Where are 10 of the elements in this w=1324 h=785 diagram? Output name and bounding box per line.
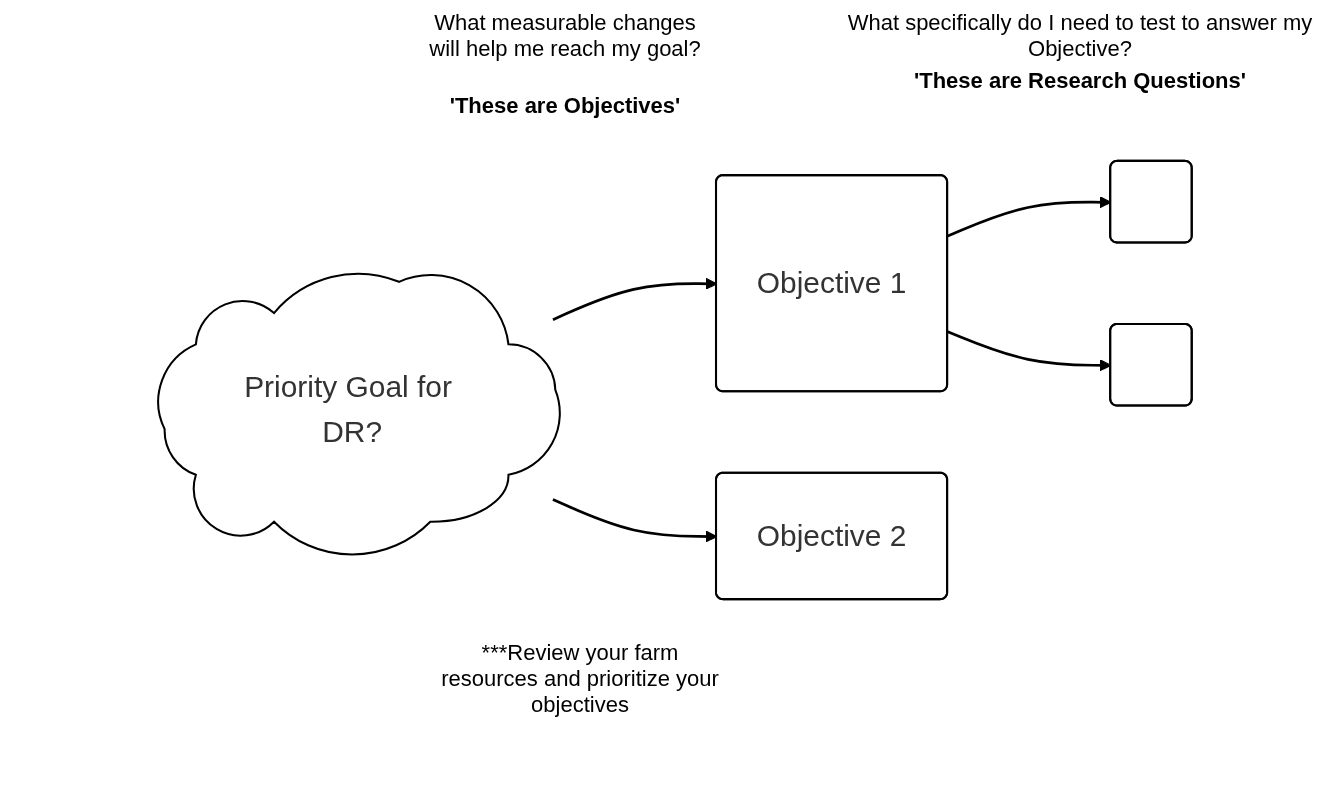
- column-heading: 'These are Objectives': [448, 93, 682, 119]
- note-text: What measurable changes will help me reach my goal?: [428, 10, 702, 62]
- process-box: [1109, 159, 1193, 244]
- cloud-node: Priority Goal for DR?: [157, 272, 561, 556]
- process-box: Objective 1: [715, 174, 949, 393]
- note-text: ***Review your farm resources and prioritize your objectives: [440, 640, 720, 718]
- note-text: What specifically do I need to test to answer my Objective?: [846, 10, 1314, 62]
- process-box: Objective 2: [715, 471, 949, 601]
- process-box: [1109, 322, 1193, 407]
- column-heading: 'These are Research Questions': [912, 68, 1248, 94]
